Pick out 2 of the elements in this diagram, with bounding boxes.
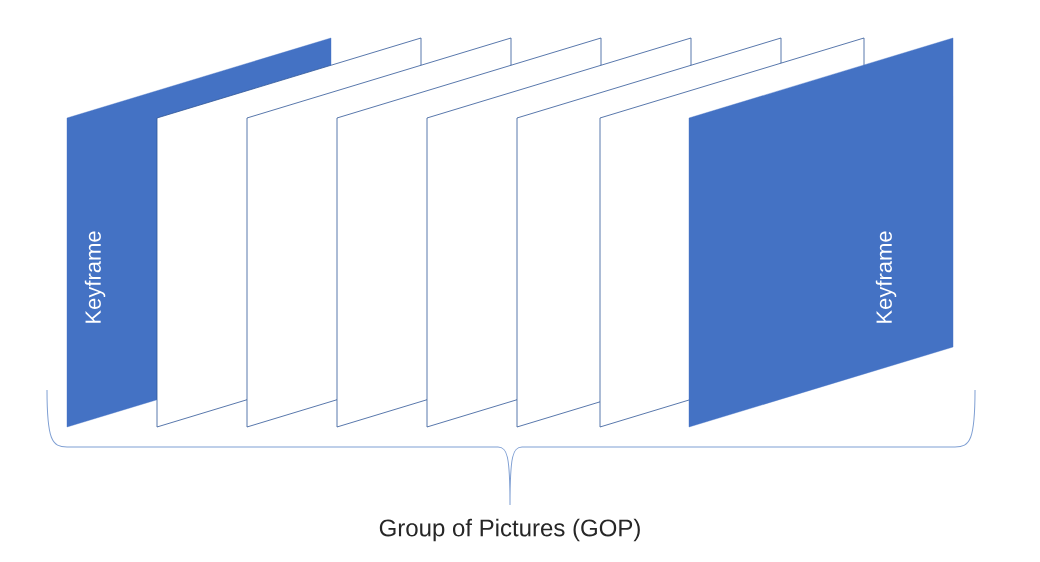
video-frame: Keyframe <box>688 37 954 428</box>
brace-label: Group of Pictures (GOP) <box>379 518 640 542</box>
